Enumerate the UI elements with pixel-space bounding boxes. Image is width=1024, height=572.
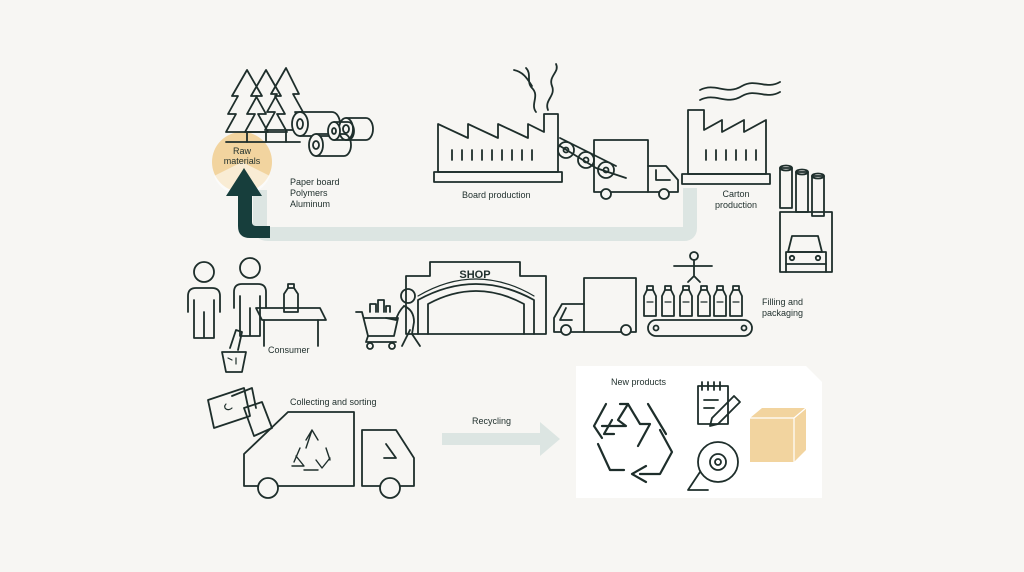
recycling-label: Recycling: [472, 416, 512, 426]
person-icon: [233, 257, 267, 337]
shopping-cart-icon: [355, 299, 399, 350]
materials-list: Paper board Polymers Aluminum: [290, 177, 340, 210]
board-production-label: Board production: [462, 190, 531, 200]
recycling-arrow: [442, 422, 560, 456]
material-paper-board: Paper board: [290, 177, 340, 187]
flying-cartons: [207, 387, 273, 437]
robot-arm-icon: [673, 251, 713, 283]
tree-icon: [264, 67, 306, 143]
shop-sign: SHOP: [459, 269, 490, 281]
pencil-icon: [709, 395, 741, 427]
truck-icon: [593, 139, 679, 200]
consumer-label: Consumer: [268, 345, 310, 355]
carton-production-label: Carton production: [714, 189, 758, 210]
log-icon: [308, 133, 352, 157]
tree-icon: [244, 69, 288, 143]
truck-icon: [553, 277, 637, 336]
material-aluminum: Aluminum: [290, 199, 331, 209]
log-icon: [291, 111, 341, 137]
recycle-icon: [291, 429, 331, 471]
return-arrow: [226, 168, 270, 238]
person-icon: [187, 261, 221, 339]
material-polymers: Polymers: [290, 188, 328, 198]
truck-icon: [779, 211, 833, 273]
trash-bin-icon: [221, 329, 247, 373]
collecting-sorting-label: Collecting and sorting: [290, 397, 377, 407]
milk-carton-icon: [283, 283, 299, 313]
factory-icon: [681, 81, 781, 185]
factory-icon: [433, 63, 563, 183]
log-icon: [327, 121, 355, 141]
notepad-icon: [697, 381, 729, 425]
new-products-panel: [576, 366, 822, 498]
paper-roll-icon: [687, 441, 739, 491]
table-icon: [255, 307, 327, 347]
truck-icon: [243, 411, 415, 499]
conveyor-icon: [557, 137, 627, 179]
recycle-icon: [592, 402, 674, 484]
new-products-label: New products: [611, 377, 667, 387]
shop-building-icon: [405, 261, 547, 335]
filling-packaging-label: Filling and packaging: [762, 297, 804, 318]
milk-carton-icon: [643, 285, 743, 317]
carton-rolls-icon: [779, 164, 825, 217]
raw-materials-label: Raw materials: [223, 146, 261, 166]
conveyor-icon: [647, 319, 753, 337]
box-icon: [749, 407, 807, 463]
